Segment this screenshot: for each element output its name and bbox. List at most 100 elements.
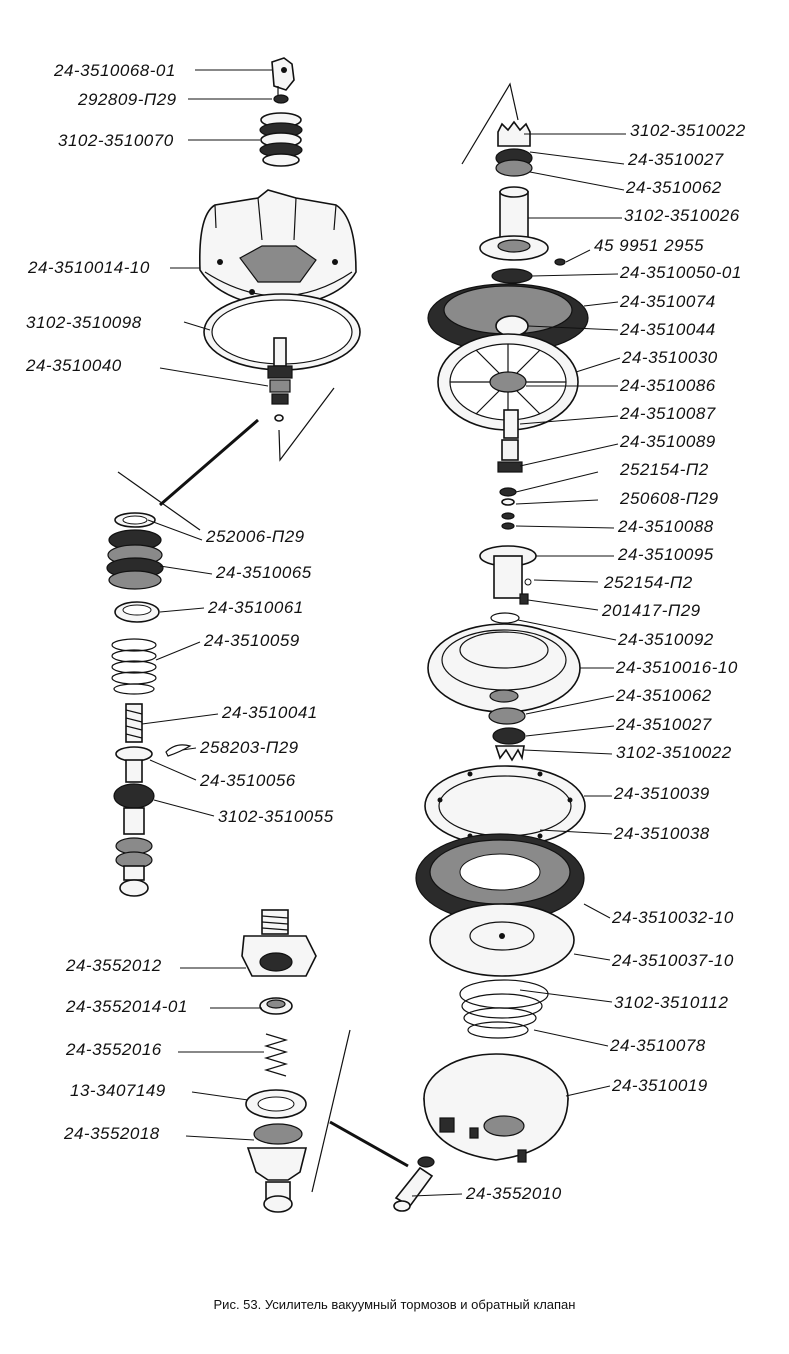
- part-label: 24-3510059: [204, 631, 300, 650]
- part-ring-washer: [114, 512, 156, 528]
- part-label: 201417-П29: [602, 601, 701, 620]
- part-label: 3102-3510070: [58, 131, 174, 150]
- part-label: 24-3510092: [618, 630, 714, 649]
- axis-connector-fitting: [329, 1120, 409, 1168]
- part-piston-wheel: [437, 333, 579, 431]
- part-return-spring: [459, 979, 549, 1039]
- part-label: 3102-3510022: [616, 743, 732, 762]
- part-valve-stem-lower: [115, 807, 153, 897]
- part-label: 3102-3510098: [26, 313, 142, 332]
- part-spring-middle: [111, 638, 157, 695]
- part-label: 24-3510027: [628, 150, 724, 169]
- part-label: 24-3552010: [466, 1184, 562, 1203]
- part-diaphragm-upper: [427, 283, 589, 353]
- part-ring-hub: [491, 268, 533, 284]
- part-label: 24-3510061: [208, 598, 304, 617]
- part-o-ring: [490, 612, 520, 624]
- part-label: 24-3552012: [66, 956, 162, 975]
- part-label: 45 9951 2955: [594, 236, 704, 255]
- part-valve-body: [246, 1123, 308, 1213]
- part-label: 3102-3510055: [218, 807, 334, 826]
- part-label: 24-3510065: [216, 563, 312, 582]
- part-plate-hub: [479, 235, 549, 261]
- axis-line-upper-left: [278, 387, 335, 462]
- part-threaded-rod: [125, 703, 143, 743]
- part-lever-fork: [271, 57, 295, 96]
- part-label: 24-3510087: [620, 404, 716, 423]
- part-label: 24-3510086: [620, 376, 716, 395]
- part-label: 250608-П29: [620, 489, 719, 508]
- leader-lines-right: [515, 133, 626, 1097]
- part-label: 252154-П2: [604, 573, 693, 592]
- part-label: 3102-3510026: [624, 206, 740, 225]
- part-rod-lower: [497, 439, 523, 473]
- part-flange-bush: [479, 545, 537, 605]
- figure-caption: Рис. 53. Усилитель вакуумный тормозов и …: [213, 1297, 576, 1312]
- part-gear-nut-top: [497, 120, 531, 147]
- part-label: 24-3510027: [616, 715, 712, 734]
- part-housing-cover: [198, 189, 357, 309]
- axis-line-right-top: [461, 82, 519, 165]
- part-label: 24-3552014-01: [66, 997, 188, 1016]
- part-label: 24-3510032-10: [612, 908, 734, 927]
- part-housing-rear: [423, 1053, 569, 1163]
- part-union-nut: [241, 909, 317, 977]
- part-spring-upper: [259, 112, 303, 167]
- part-label: 24-3510050-01: [620, 263, 742, 282]
- part-bellows: [106, 529, 164, 590]
- part-label: 292809-П29: [78, 90, 177, 109]
- part-clip-cotter: [165, 744, 192, 757]
- part-label: 24-3510019: [612, 1076, 708, 1095]
- part-piston-plate: [429, 903, 575, 977]
- part-label: 3102-3510022: [630, 121, 746, 140]
- part-cover-front: [427, 623, 581, 713]
- part-seat-cup: [114, 601, 160, 623]
- part-label: 24-3510039: [614, 784, 710, 803]
- part-label: 24-3510062: [616, 686, 712, 705]
- part-label: 24-3552016: [66, 1040, 162, 1059]
- part-label: 24-3510044: [620, 320, 716, 339]
- part-gasket-flat: [245, 1089, 307, 1119]
- part-shaft-sleeve: [499, 186, 529, 243]
- part-spring-small: [263, 1033, 289, 1077]
- part-label: 24-3510040: [26, 356, 122, 375]
- part-screw-small: [554, 258, 566, 266]
- axis-line-diag: [117, 471, 201, 531]
- part-rubber-bush: [113, 783, 155, 809]
- part-bearing-top: [495, 148, 533, 177]
- part-label: 24-3510062: [626, 178, 722, 197]
- part-washer-thick: [115, 746, 153, 783]
- axis-line-fitting: [311, 1029, 351, 1193]
- part-label: 252006-П29: [206, 527, 305, 546]
- part-label: 13-3407149: [70, 1081, 166, 1100]
- part-valve-disc: [259, 997, 293, 1015]
- part-label: 24-3510068-01: [54, 61, 176, 80]
- part-label: 252154-П2: [620, 460, 709, 479]
- part-label: 24-3510037-10: [612, 951, 734, 970]
- part-label: 24-3510016-10: [616, 658, 738, 677]
- part-label: 24-3552018: [64, 1124, 160, 1143]
- part-label: 24-3510041: [222, 703, 318, 722]
- part-bearing-lower: [488, 707, 526, 762]
- part-label: 24-3510078: [610, 1036, 706, 1055]
- part-label: 24-3510014-10: [28, 258, 150, 277]
- axis-connector-bold: [159, 418, 259, 507]
- part-label: 24-3510088: [618, 517, 714, 536]
- part-label: 258203-П29: [200, 738, 299, 757]
- leader-lines-left: [141, 69, 463, 1197]
- part-rod-piston: [503, 409, 519, 439]
- part-label: 24-3510095: [618, 545, 714, 564]
- part-label: 3102-3510112: [614, 993, 729, 1012]
- part-small-washers: [499, 487, 517, 530]
- part-label: 24-3510074: [620, 292, 716, 311]
- part-label: 24-3510030: [622, 348, 718, 367]
- part-valve-piston-upper: [267, 337, 293, 422]
- part-label: 24-3510089: [620, 432, 716, 451]
- part-washer-small: [273, 94, 289, 104]
- part-diaphragm-lower: [415, 833, 585, 923]
- part-label: 24-3510038: [614, 824, 710, 843]
- part-hose-fitting: [393, 1156, 435, 1212]
- part-label: 24-3510056: [200, 771, 296, 790]
